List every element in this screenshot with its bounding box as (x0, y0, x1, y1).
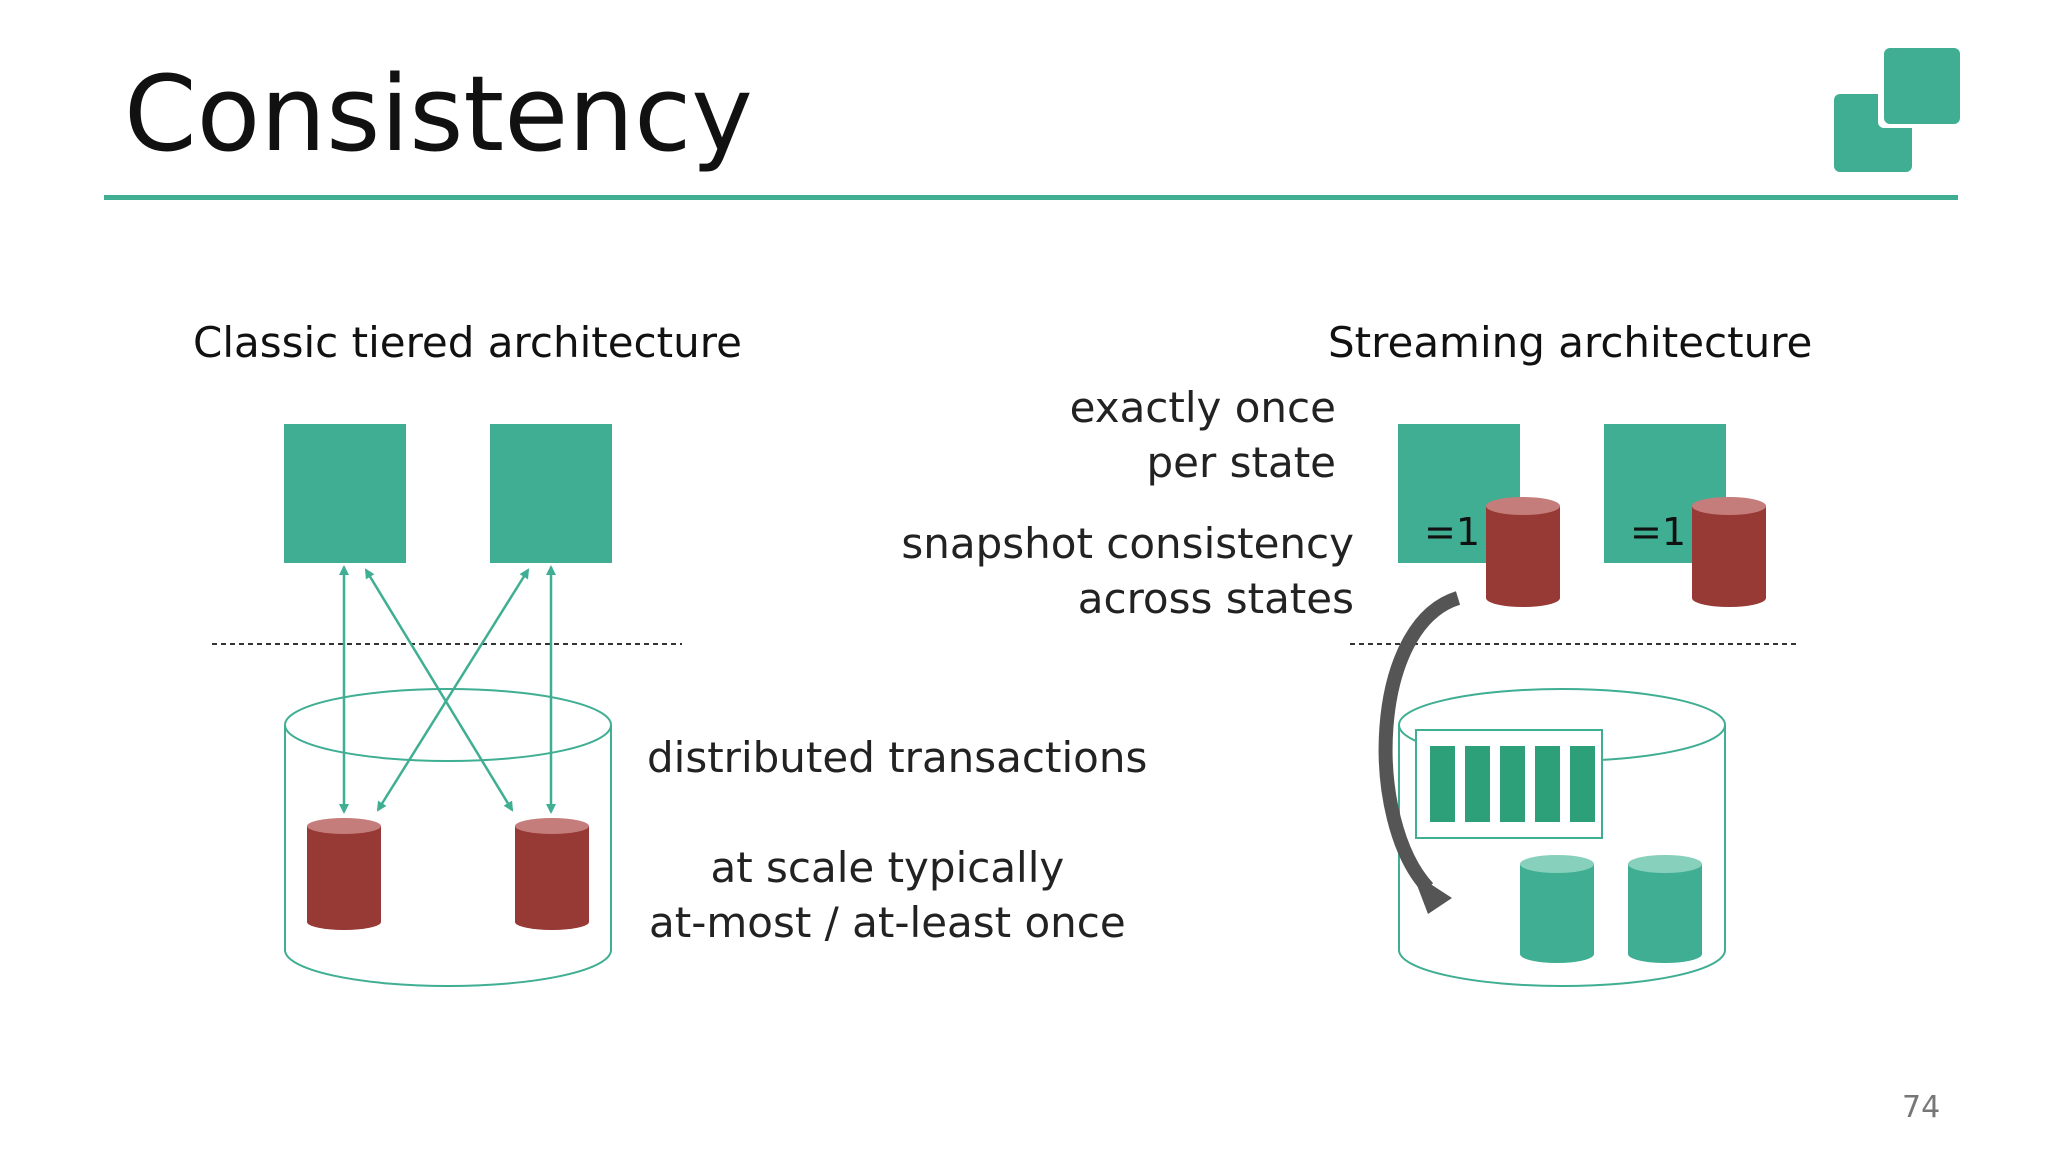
note-snapshot-line1: snapshot consistency (901, 519, 1354, 568)
local-state-2 (1692, 497, 1766, 607)
heading-classic-architecture: Classic tiered architecture (193, 318, 742, 367)
db-state-left-1 (307, 818, 381, 930)
operator-label-2: =1 (1630, 510, 1686, 554)
note-scale-line1: at scale typically (710, 843, 1065, 892)
operator-label-1: =1 (1424, 510, 1480, 554)
stacked-squares-logo-icon (1834, 44, 1962, 172)
title-rule (104, 195, 1958, 200)
note-at-scale: at scale typically at-most / at-least on… (649, 840, 1126, 950)
page-number: 74 (1902, 1090, 1941, 1125)
local-state-1 (1486, 497, 1560, 607)
note-distributed-transactions: distributed transactions (647, 733, 1148, 782)
note-scale-line2: at-most / at-least once (649, 898, 1126, 947)
app-box-left-1 (284, 424, 406, 563)
snapshot-state-2 (1628, 855, 1702, 963)
note-snapshot-consistency: snapshot consistency across states (901, 516, 1354, 626)
log-queue (1415, 729, 1603, 839)
note-exactly-line1: exactly once (1069, 383, 1336, 432)
transaction-arrows (339, 565, 556, 814)
note-exactly-line2: per state (1146, 438, 1336, 487)
slide-title: Consistency (124, 53, 753, 175)
snapshot-state-1 (1520, 855, 1594, 963)
app-box-left-2 (490, 424, 612, 563)
heading-streaming-architecture: Streaming architecture (1328, 318, 1813, 367)
note-exactly-once: exactly once per state (1070, 380, 1336, 490)
snapshot-arrow-icon (1378, 591, 1461, 914)
db-state-left-2 (515, 818, 589, 930)
note-snapshot-line2: across states (1077, 574, 1354, 623)
